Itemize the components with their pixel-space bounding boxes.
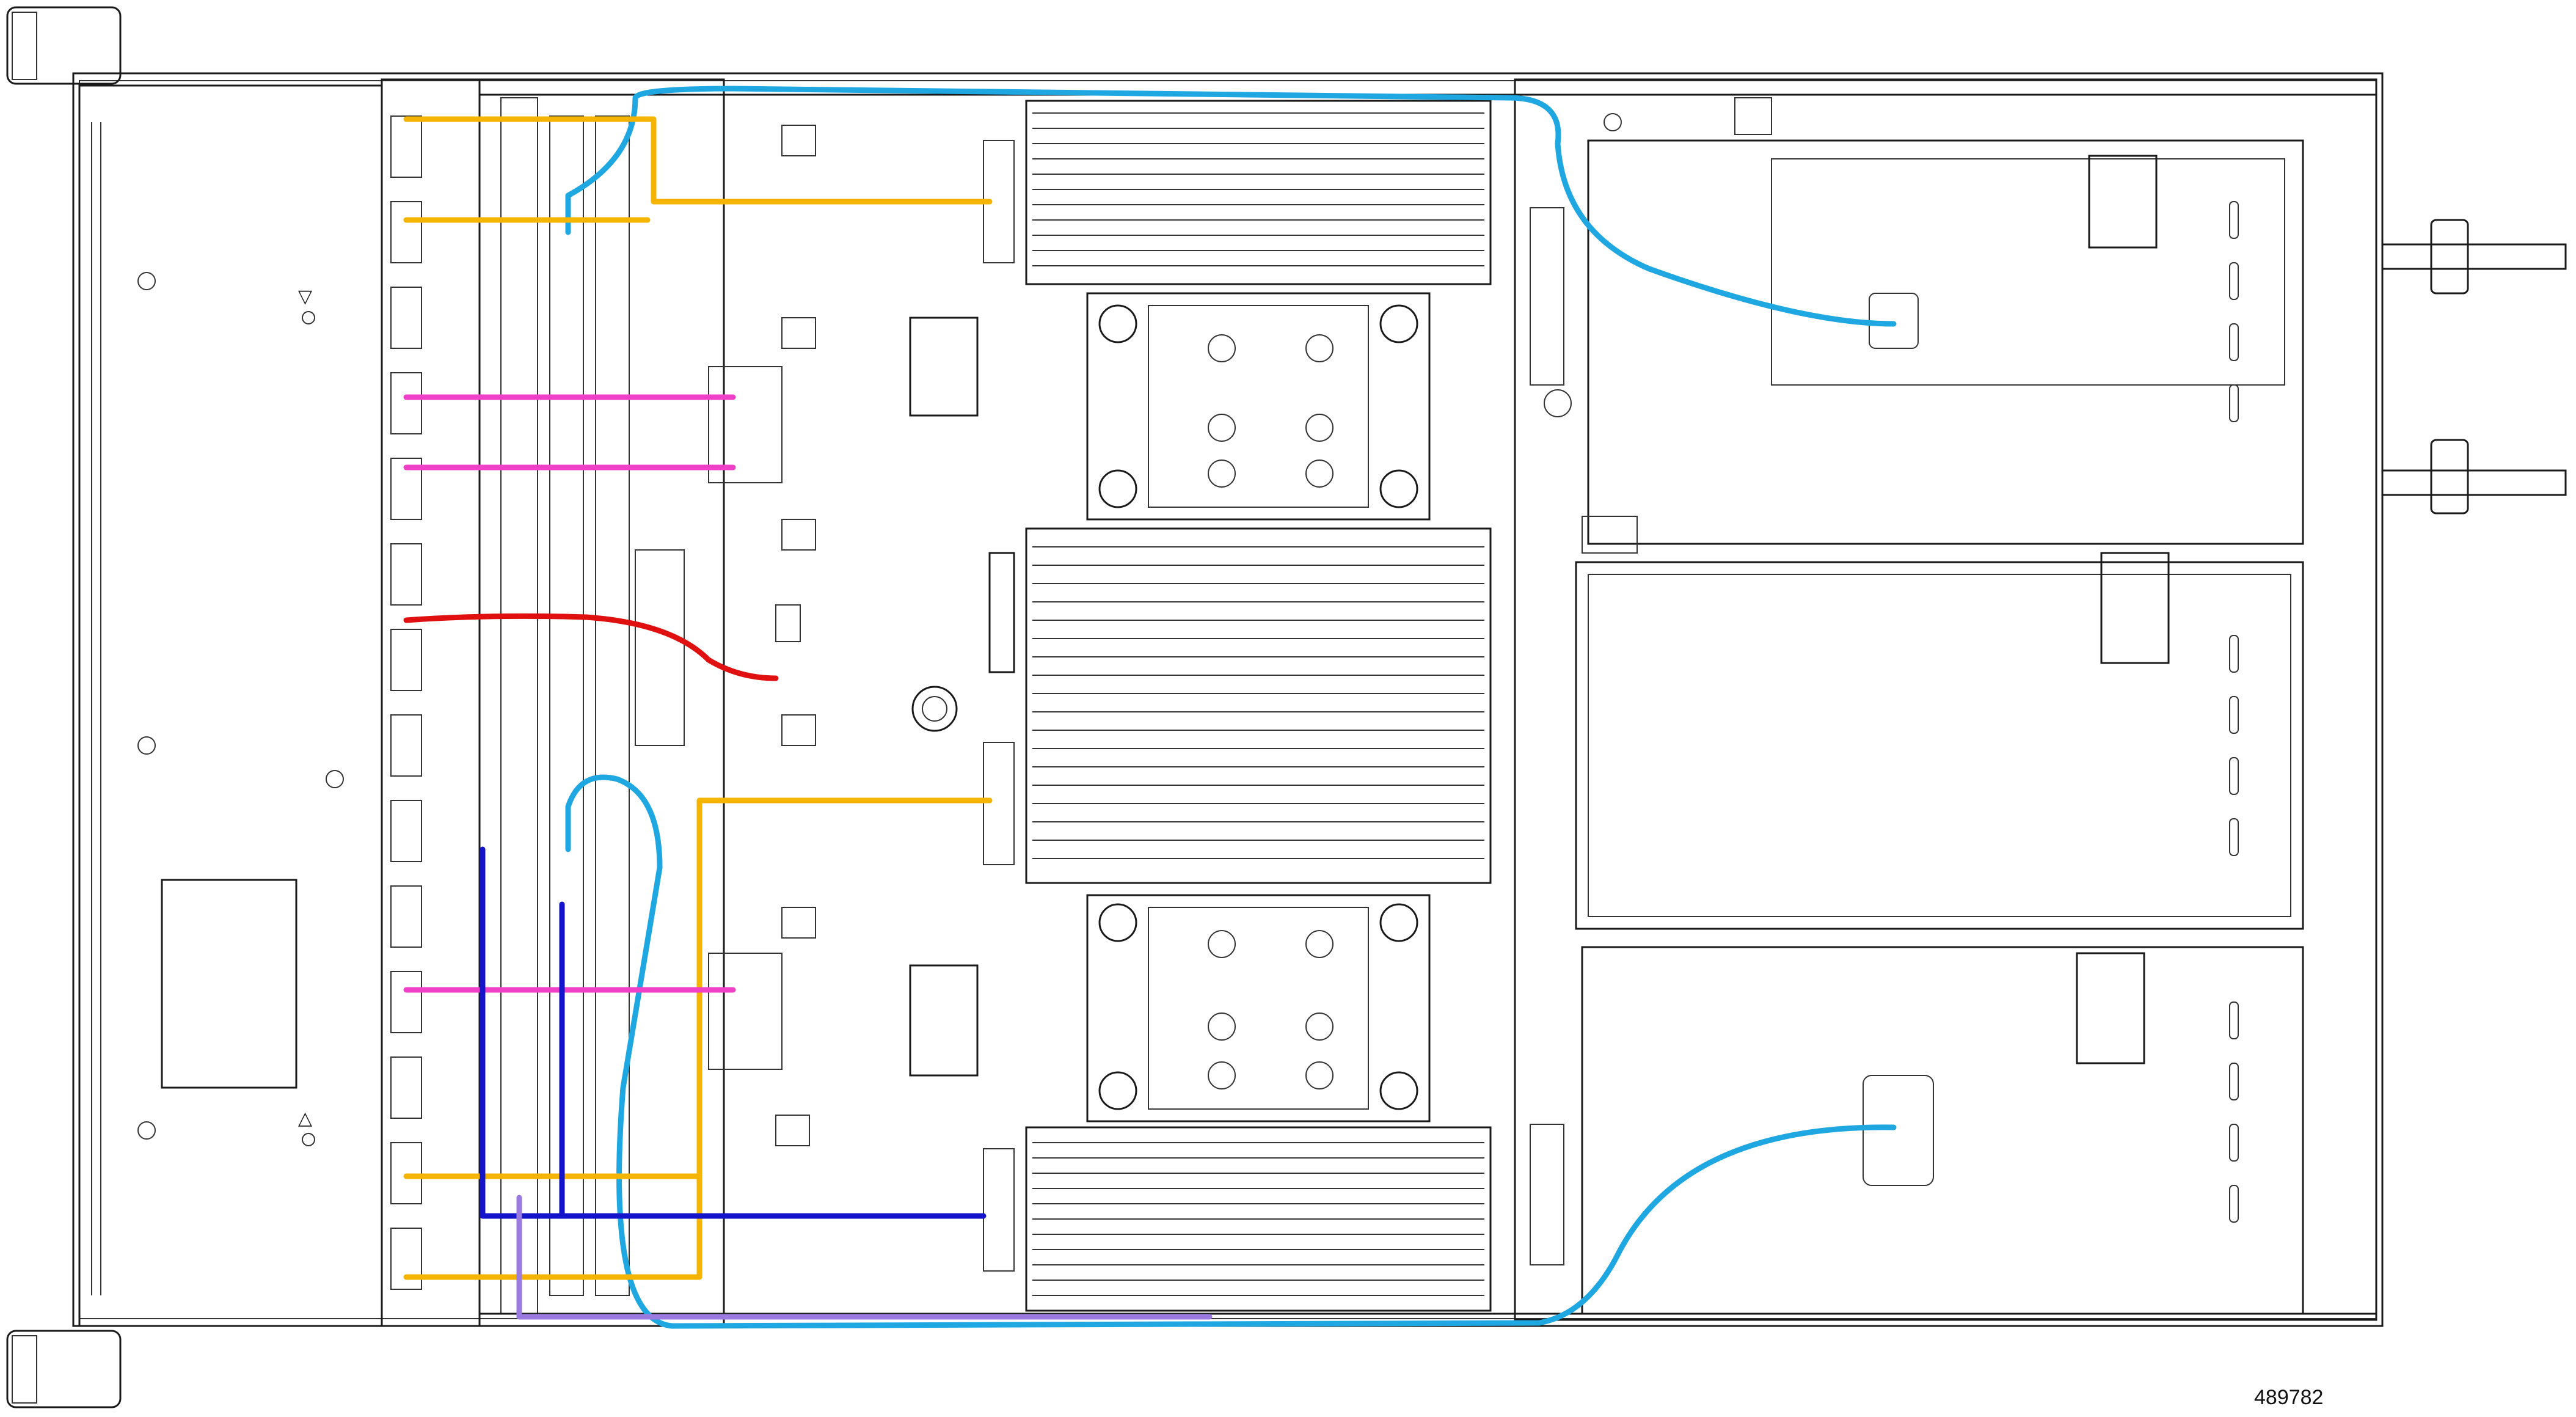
cpu-2-heatsink — [1086, 894, 1431, 1122]
cable-dark-blue-1 — [480, 846, 987, 1219]
figure-id-label: 489782 — [2254, 1386, 2324, 1409]
rear-handle-bottom — [2381, 469, 2567, 496]
cable-orange-4 — [403, 1173, 702, 1280]
triangle-down-icon: ▽ — [298, 286, 312, 307]
cable-red — [403, 613, 779, 681]
riser-2 — [1575, 561, 2304, 930]
cable-light-blue-1 — [565, 86, 1897, 327]
pcie-riser-area — [1514, 78, 2567, 1321]
dimm-bank-2 — [1025, 527, 1492, 884]
left-rack-ear-bottom — [6, 1330, 122, 1408]
cable-purple — [516, 1195, 1213, 1320]
front-bezel-display — [161, 879, 297, 1089]
dimm-bank-3 — [1025, 1126, 1492, 1312]
drive-cage — [381, 78, 481, 1327]
drive-slots — [390, 115, 422, 1290]
riser-3 — [1581, 946, 2304, 1315]
riser-1 — [1587, 139, 2304, 545]
dimm-bank-1 — [1025, 100, 1492, 285]
left-rack-ear-top — [6, 6, 122, 85]
cpu-1-heatsink — [1086, 292, 1431, 521]
cables — [403, 86, 1897, 1329]
chassis — [6, 6, 2384, 1408]
cable-light-blue-2 — [565, 774, 1897, 1329]
front-bezel — [78, 84, 383, 1327]
motherboard-components — [708, 125, 1015, 1272]
rear-handle-top — [2381, 243, 2567, 270]
triangle-up-icon: △ — [298, 1108, 312, 1129]
cable-orange-1 — [403, 116, 993, 205]
